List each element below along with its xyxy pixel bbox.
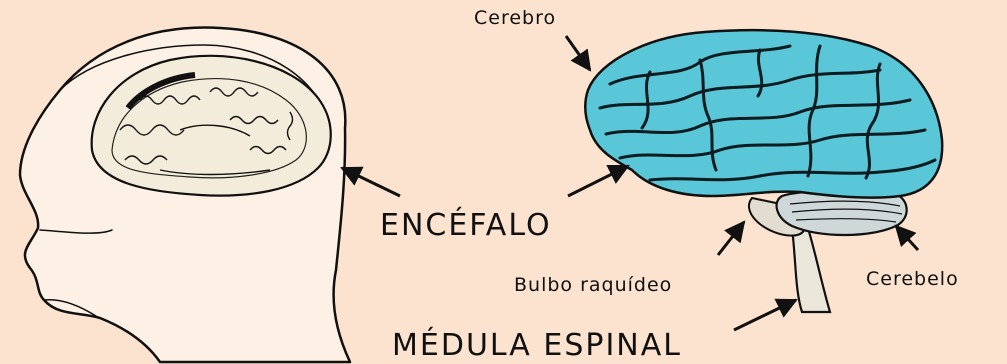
arrow-encefalo-left xyxy=(340,166,401,198)
label-bulbo-raquideo: Bulbo raquídeo xyxy=(514,274,673,296)
brain-illustration xyxy=(584,28,944,314)
arrow-encefalo-right xyxy=(567,164,630,198)
label-cerebelo: Cerebelo xyxy=(866,268,959,290)
arrow-cerebro xyxy=(564,35,592,72)
arrow-medula xyxy=(733,298,798,332)
arrow-bulbo xyxy=(716,220,746,256)
label-arrows xyxy=(340,35,920,332)
label-medula-espinal: MÉDULA ESPINAL xyxy=(392,328,682,363)
label-encefalo: ENCÉFALO xyxy=(380,208,552,243)
head-brain-illustration xyxy=(90,54,332,197)
arrow-cerebelo xyxy=(894,224,920,252)
label-cerebro: Cerebro xyxy=(474,7,557,29)
